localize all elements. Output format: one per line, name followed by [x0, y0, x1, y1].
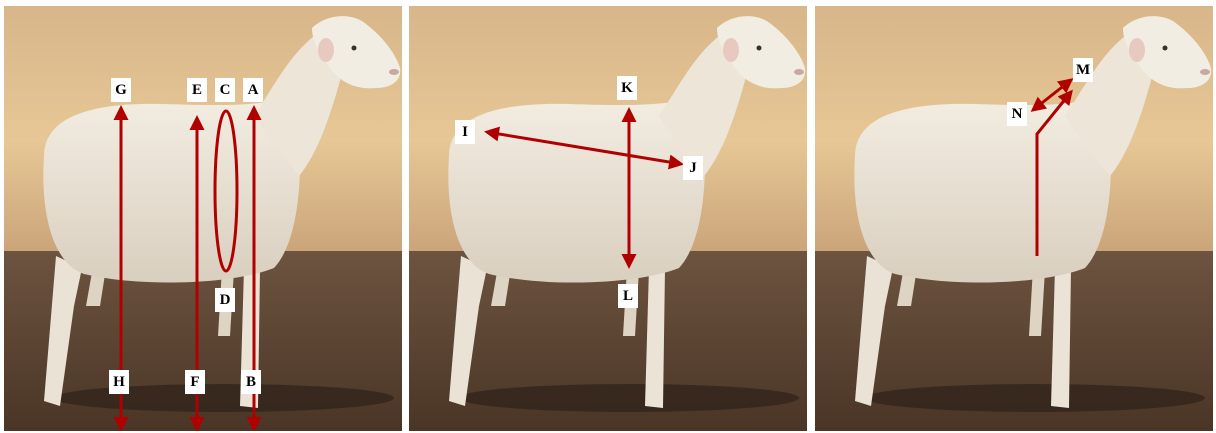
label-m: M — [1073, 58, 1093, 82]
label-e: E — [187, 78, 207, 102]
label-i: I — [455, 120, 475, 144]
panel-neck-measurements: N M — [815, 6, 1213, 431]
sheep-photo — [4, 6, 402, 431]
label-n: N — [1007, 102, 1027, 126]
sheep-photo — [815, 6, 1213, 431]
panel-body-height-measurements: G E C A D H F B — [4, 6, 402, 431]
label-a: A — [243, 78, 263, 102]
label-k: K — [617, 76, 637, 100]
sheep-photo — [409, 6, 807, 431]
label-h: H — [109, 370, 129, 394]
label-d: D — [215, 288, 235, 312]
label-c: C — [215, 78, 235, 102]
label-g: G — [111, 78, 131, 102]
label-j: J — [683, 156, 703, 180]
panel-body-length-measurements: I J K L — [409, 6, 807, 431]
label-b: B — [241, 370, 261, 394]
label-f: F — [185, 370, 205, 394]
label-l: L — [618, 284, 638, 308]
